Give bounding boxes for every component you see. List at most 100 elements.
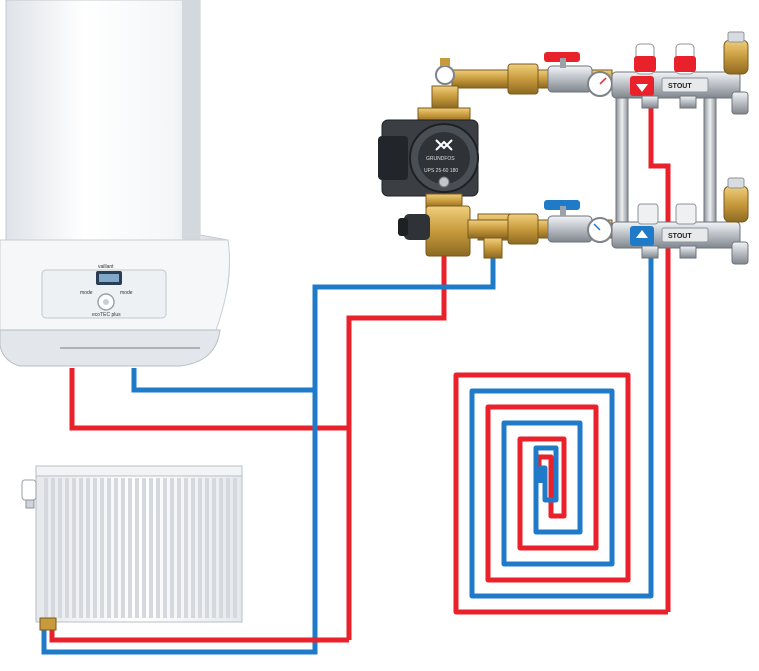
return-valve-cap-2	[675, 203, 697, 225]
pump-face-inner	[418, 132, 470, 184]
radiator-fin	[86, 478, 90, 618]
radiator-bottom-fitting	[39, 617, 57, 631]
supply-outlet-1	[641, 95, 659, 109]
radiator-fin	[184, 478, 188, 618]
radiator-fin	[170, 478, 174, 618]
radiator-fins	[44, 478, 237, 618]
supply-air-vent-body	[723, 39, 749, 75]
boiler-model-label: ecoTEC plus	[92, 312, 121, 318]
thermostatic-head-knob	[398, 218, 408, 236]
underfloor-manifold: STOUT STOUT	[611, 31, 749, 265]
supply-end-cap	[731, 91, 749, 115]
boiler-display-screen	[99, 274, 119, 282]
pressure-gauge	[435, 65, 455, 85]
supply-outlet-2	[679, 95, 697, 109]
boiler-return-pipe	[131, 368, 315, 393]
flow-meter-1-cap	[634, 56, 656, 72]
radiator-fin	[107, 478, 111, 618]
upper-ball-valve-handle	[544, 52, 580, 62]
radiator-fin	[191, 478, 195, 618]
lower-ball-valve-handle	[544, 200, 580, 210]
radiator-fin	[149, 478, 153, 618]
return-air-vent-body	[723, 185, 749, 223]
radiator-fin	[156, 478, 160, 618]
boiler-display-right-label: mode	[120, 290, 133, 296]
radiator-top-grille	[35, 465, 243, 477]
radiator-fin	[198, 478, 202, 618]
radiator-fin	[44, 478, 48, 618]
floor-loop-return-coil	[469, 350, 654, 599]
pipes	[41, 100, 671, 655]
return-end-cap	[731, 241, 749, 265]
radiator-fin	[226, 478, 230, 618]
return-outlet-2	[679, 245, 697, 259]
pump-brand-label: GRUNDFOS	[426, 156, 455, 162]
upper-ball-valve-stem	[560, 58, 566, 68]
bypass-tee-drop	[483, 237, 503, 259]
pump-model-label: UPS 25-60 180	[424, 168, 458, 174]
radiator-fin	[233, 478, 237, 618]
radiator-fin	[205, 478, 209, 618]
boiler-brand-label: vaillant	[98, 264, 114, 270]
thermostatic-head	[404, 214, 430, 240]
mixing-return-riser-pipe	[312, 255, 496, 648]
radiator-fin	[121, 478, 125, 618]
radiator-valve-head	[21, 479, 37, 501]
floor-loop-supply-coil	[453, 372, 668, 615]
lower-thermometer-needle	[593, 223, 601, 231]
radiator-fin	[58, 478, 62, 618]
radiator-fin	[114, 478, 118, 618]
lower-union-nut	[507, 213, 539, 245]
pump-mixing-group: GRUNDFOS UPS 25-60 180	[378, 52, 613, 259]
pump-speed-selector	[438, 176, 450, 188]
manifold-left-bracket	[615, 91, 629, 243]
radiator-fin	[163, 478, 167, 618]
supply-air-vent-cap	[727, 31, 745, 43]
return-arrow-icon	[636, 230, 648, 238]
radiator-fin	[142, 478, 146, 618]
upper-thermometer-needle	[599, 77, 607, 85]
boiler-control-knob-center	[103, 299, 109, 305]
supply-brand-plate	[661, 77, 709, 93]
supply-arrow-icon	[636, 84, 648, 92]
pump-top-fitting	[431, 85, 459, 109]
radiator-supply-pipe	[49, 630, 349, 643]
radiator-fin	[72, 478, 76, 618]
pump-terminal-box	[378, 136, 408, 180]
boiler-side-shadow	[182, 0, 200, 240]
radiator-fin	[128, 478, 132, 618]
radiator-valve	[25, 499, 35, 509]
radiator-fin	[135, 478, 139, 618]
gas-boiler: vaillant mode mode ecoTEC plus	[0, 0, 230, 367]
radiator-fin	[219, 478, 223, 618]
lower-ball-valve	[547, 215, 593, 243]
manifold-right-bracket	[703, 91, 717, 243]
radiator-fin	[79, 478, 83, 618]
supply-brand-label: STOUT	[668, 83, 692, 90]
boiler-display-left-label: mode	[80, 290, 93, 296]
radiator-fin	[100, 478, 104, 618]
upper-ball-valve	[547, 65, 593, 93]
radiator-fin	[93, 478, 97, 618]
underfloor-heating-loop	[453, 350, 668, 615]
lower-ball-valve-stem	[560, 206, 566, 216]
return-outlet-1	[641, 245, 659, 259]
radiator-fin	[51, 478, 55, 618]
radiator-fin	[212, 478, 216, 618]
radiator-fin	[65, 478, 69, 618]
radiator-fin	[177, 478, 181, 618]
mixing-supply-riser-pipe	[346, 255, 447, 640]
manifold-supply-pipe	[648, 100, 671, 612]
return-valve-cap-1	[637, 203, 659, 225]
return-brand-label: STOUT	[668, 233, 692, 240]
upper-union-nut	[507, 63, 539, 95]
grundfos-logo-icon	[435, 139, 453, 151]
radiator-return-pipe	[41, 630, 318, 655]
flow-meter-2-cap	[674, 56, 696, 72]
mixing-valve-body	[425, 205, 471, 257]
return-air-vent-cap	[727, 177, 745, 189]
boiler-supply-pipe	[69, 368, 349, 431]
pressure-gauge-cap	[440, 58, 450, 66]
return-brand-plate	[661, 227, 709, 243]
